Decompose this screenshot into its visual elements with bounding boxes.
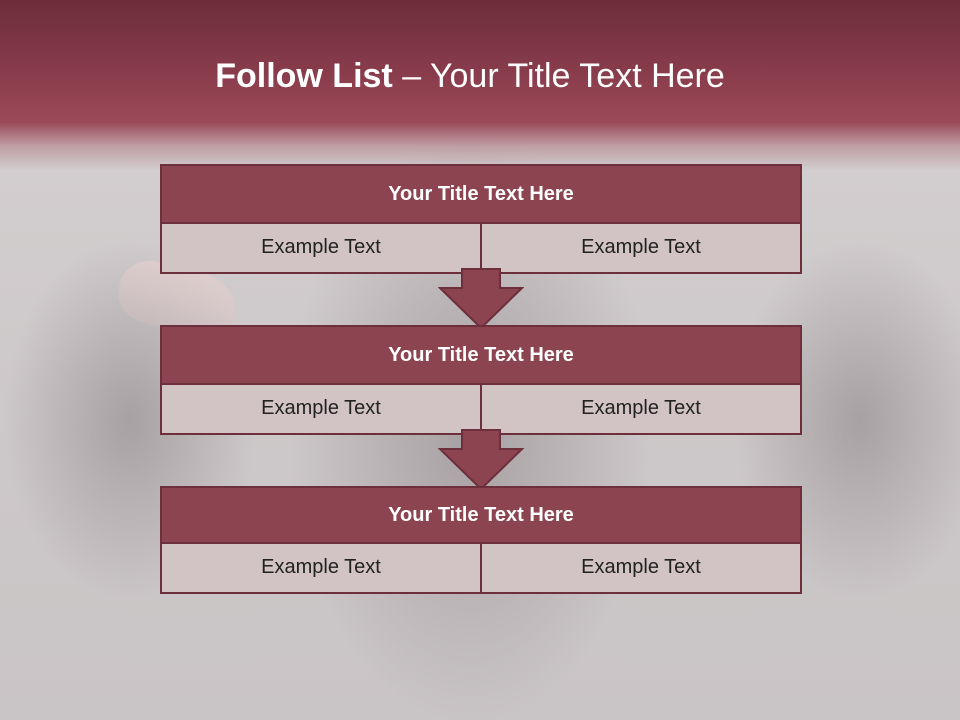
step-title-1: Your Title Text Here	[162, 166, 800, 222]
step-title-2: Your Title Text Here	[162, 327, 800, 383]
slide-title-bold: Follow List	[215, 57, 393, 95]
step-cells-1: Example Text Example Text	[162, 224, 800, 272]
step-cells-3: Example Text Example Text	[162, 544, 800, 592]
step-1-cell-left: Example Text	[162, 224, 480, 272]
step-3-cell-left: Example Text	[162, 544, 480, 592]
step-2-cell-left: Example Text	[162, 385, 480, 433]
step-1-cell-right: Example Text	[482, 224, 800, 272]
down-arrow-icon-2	[438, 429, 524, 491]
step-title-3: Your Title Text Here	[162, 488, 800, 542]
header-band	[0, 0, 960, 170]
slide-title: Follow List – Your Title Text Here	[0, 52, 950, 100]
step-2-cell-right: Example Text	[482, 385, 800, 433]
step-box-2: Your Title Text Here Example Text Exampl…	[160, 325, 802, 435]
step-3-cell-right: Example Text	[482, 544, 800, 592]
down-arrow-icon-1	[438, 268, 524, 330]
step-box-3: Your Title Text Here Example Text Exampl…	[160, 486, 802, 594]
slide-title-rest: – Your Title Text Here	[392, 57, 725, 95]
step-box-1: Your Title Text Here Example Text Exampl…	[160, 164, 802, 274]
step-cells-2: Example Text Example Text	[162, 385, 800, 433]
